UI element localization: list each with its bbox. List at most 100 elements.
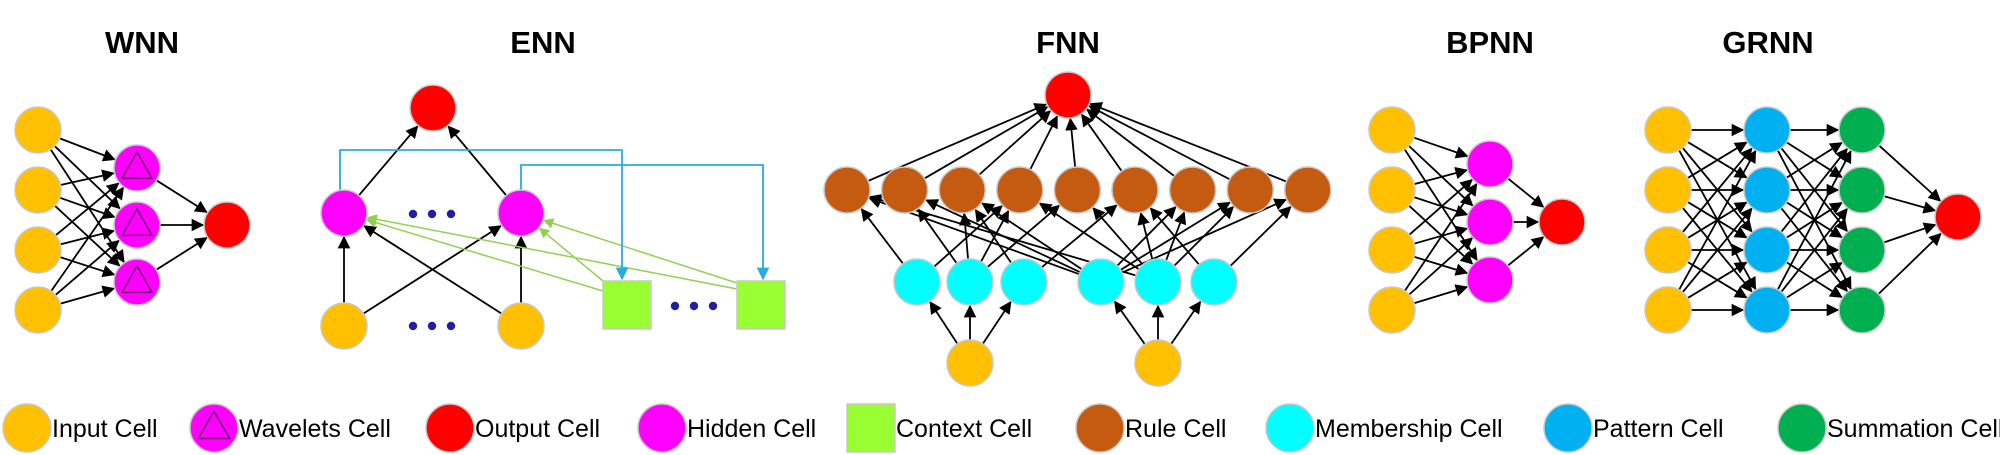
enn-hidden-node	[497, 189, 545, 237]
enn-context-node	[736, 280, 786, 330]
bpnn-input-hidden-arrow	[1414, 166, 1469, 185]
fnn-membership-rule-arrow	[860, 208, 904, 265]
triangle-icon	[120, 150, 154, 180]
grnn-input-pattern-arrow	[1681, 207, 1753, 293]
fnn-membership-rule-arrow	[933, 205, 1003, 268]
bpnn-title: BPNN	[1446, 25, 1534, 60]
grnn-summation-output-arrow	[1883, 195, 1937, 214]
bpnn-hidden-node	[1466, 256, 1514, 304]
wnn-input-wavelet-arrow	[59, 137, 116, 162]
wnn-wavelet-output-arrow	[155, 237, 208, 271]
bpnn-input-hidden-arrow	[1408, 204, 1474, 265]
bpnn-hidden-node	[1466, 198, 1514, 246]
wnn-input-node	[14, 226, 62, 274]
legend-label: Membership Cell	[1315, 415, 1503, 443]
legend-swatch	[1075, 403, 1125, 453]
fnn-membership-rule-arrow	[1173, 206, 1235, 267]
legend-item-context: Context Cell	[846, 403, 1032, 453]
legend-label: Summation Cell	[1827, 415, 2000, 443]
enn-input-hidden-arrow	[363, 225, 503, 315]
grnn-pattern-node	[1743, 286, 1791, 334]
fnn-membership-node	[1000, 258, 1048, 306]
enn-context-ellipsis	[670, 301, 718, 311]
wnn-input-wavelet-arrow	[59, 256, 116, 278]
grnn-summation-output-arrow	[1877, 232, 1942, 295]
fnn-input-membership-arrow	[982, 300, 1012, 345]
legend-swatch	[2, 403, 52, 453]
bpnn-input-node	[1368, 166, 1416, 214]
fnn-membership-node	[893, 258, 941, 306]
legend-swatch	[846, 403, 896, 453]
legend-swatch	[189, 403, 239, 453]
legend-item-hidden: Hidden Cell	[637, 403, 816, 453]
fnn-membership-rule-arrow	[958, 212, 972, 260]
legend-item-summation: Summation Cell	[1777, 403, 2000, 453]
wnn-wavelet-node-body	[113, 144, 161, 192]
enn-hidden-output-arrow	[358, 125, 419, 197]
legend: Input Cell Wavelets Cell Output Cell Hidden…	[2, 403, 2000, 453]
legend-item-membership: Membership Cell	[1265, 403, 1503, 453]
legend-item-pattern: Pattern Cell	[1543, 403, 1724, 453]
connections	[49, 102, 1942, 345]
wnn-input-wavelet-arrow	[60, 169, 115, 186]
fnn-rule-node	[1226, 166, 1274, 214]
enn-context-feedback-arrow	[538, 227, 604, 282]
fnn-rule-output-arrow	[978, 110, 1052, 176]
legend-item-output: Output Cell	[425, 403, 600, 453]
grnn-output-node	[1934, 193, 1982, 241]
legend-item-wavelets: Wavelets Cell	[189, 403, 391, 453]
ellipsis-dot	[446, 321, 456, 331]
fnn-membership-rule-arrow	[986, 204, 1061, 268]
wnn-input-wavelet-arrow	[50, 186, 125, 292]
grnn-input-node	[1644, 226, 1692, 274]
grnn-pattern-summation-arrow	[1785, 142, 1843, 179]
ellipsis-dot	[427, 209, 437, 219]
grnn-pattern-node	[1743, 226, 1791, 274]
wnn-input-wavelet-arrow	[59, 196, 116, 220]
grnn-pattern-summation-arrow	[1776, 150, 1852, 291]
grnn-input-node	[1644, 106, 1692, 154]
triangle-icon	[120, 264, 154, 294]
legend-label: Hidden Cell	[687, 415, 816, 443]
grnn-title: GRNN	[1722, 25, 1813, 60]
fnn-rule-node	[823, 166, 871, 214]
fnn-input-membership-arrow	[1114, 300, 1146, 345]
bpnn-input-hidden-arrow	[1404, 182, 1478, 292]
fnn-membership-rule-arrow	[1092, 207, 1144, 266]
fnn-membership-rule-arrow	[1137, 212, 1154, 260]
legend-swatch	[1265, 403, 1315, 453]
enn-output-node	[409, 84, 457, 132]
bpnn-input-node	[1368, 286, 1416, 334]
legend-label: Input Cell	[52, 415, 158, 443]
legend-item-input: Input Cell	[2, 403, 158, 453]
wnn-input-wavelet-arrow	[59, 285, 116, 305]
wnn-wavelet-node	[113, 144, 161, 192]
enn-context-feedback-arrow	[366, 214, 738, 290]
grnn-summation-node	[1838, 226, 1886, 274]
wnn-input-wavelet-arrow	[53, 145, 121, 210]
grnn-pattern-summation-arrow	[1785, 262, 1843, 299]
grnn-input-pattern-arrow	[1687, 141, 1748, 179]
fnn-rule-node	[996, 166, 1044, 214]
grnn-summation-output-arrow	[1883, 222, 1937, 244]
wnn-input-wavelet-arrow	[54, 204, 121, 267]
bpnn-hidden-output-arrow	[1507, 236, 1545, 267]
bpnn-input-hidden-arrow	[1413, 136, 1469, 159]
enn-input-node	[320, 302, 368, 350]
bpnn-input-hidden-arrow	[1408, 237, 1474, 296]
enn-context-copy-link	[520, 164, 770, 281]
bpnn-input-hidden-arrow	[1413, 255, 1469, 276]
grnn-input-pattern-arrow	[1687, 261, 1748, 299]
wnn-title: WNN	[105, 25, 179, 60]
bpnn-input-hidden-arrow	[1408, 178, 1473, 236]
wnn-input-wavelet-arrow	[55, 182, 120, 237]
fnn-input-node	[946, 339, 994, 387]
bpnn-input-node	[1368, 226, 1416, 274]
fnn-membership-node	[1077, 258, 1125, 306]
fnn-input-membership-arrow	[929, 301, 959, 345]
grnn-summation-node	[1838, 286, 1886, 334]
enn-input-ellipsis	[408, 321, 456, 331]
fnn-rule-node	[938, 166, 986, 214]
legend-swatch	[637, 403, 687, 453]
ellipsis-dot	[708, 301, 718, 311]
